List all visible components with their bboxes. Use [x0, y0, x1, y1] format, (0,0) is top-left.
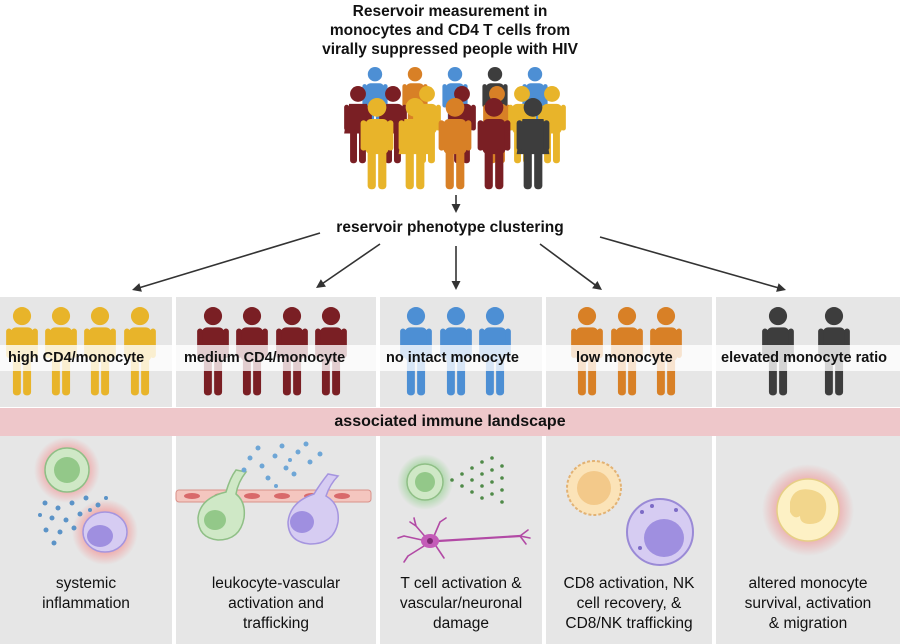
- cd8-t-cell-nucleus: [577, 471, 611, 505]
- cytokine-dots: [38, 495, 108, 546]
- secreted-factors: [450, 456, 504, 504]
- altered-monocyte-illustration: [762, 464, 854, 556]
- group-label-high: high CD4/monocyte: [8, 350, 145, 366]
- person-icon: [438, 98, 472, 190]
- leukocyte-vascular-illustration: [175, 441, 372, 545]
- immune-landscape-band: [0, 408, 900, 436]
- description-high-line-1: systemic: [55, 575, 117, 592]
- description-none-line-1: T cell activation &: [400, 575, 522, 592]
- group-label-medium: medium CD4/monocyte: [184, 350, 346, 366]
- t-cell-nucleus: [54, 457, 80, 483]
- migrating-t-cell-nucleus: [204, 510, 226, 530]
- description-elevated-line-3: & migration: [768, 615, 848, 632]
- description-none-line-2: vascular/neuronal: [399, 595, 523, 612]
- description-none-line-3: damage: [432, 615, 489, 632]
- neuron-icon: [397, 517, 531, 563]
- label-band-low: [546, 345, 712, 371]
- migrating-monocyte: [287, 473, 340, 545]
- arrow-icon: [132, 232, 321, 292]
- description-low-line-2: cell recovery, &: [576, 595, 682, 612]
- nk-cell-nucleus: [644, 519, 684, 557]
- description-low-line-3: CD8/NK trafficking: [565, 615, 693, 632]
- label-band-elevated: [716, 345, 900, 371]
- panel-bottom-medium: [176, 436, 376, 644]
- description-low-line-1: CD8 activation, NK: [563, 575, 695, 592]
- description-elevated: altered monocyte survival, activation & …: [716, 574, 900, 634]
- person-icon: [360, 98, 394, 190]
- activated-t-cell-nucleus: [415, 472, 435, 492]
- immune-landscape-label: associated immune landscape: [334, 413, 566, 430]
- description-none: T cell activation & vascular/neuronal da…: [380, 574, 542, 634]
- kidney-nucleus: [790, 489, 827, 524]
- title-line-3: virally suppressed people with HIV: [322, 41, 578, 58]
- group-label-low: low monocyte: [576, 350, 673, 366]
- arrow-icon: [316, 243, 381, 288]
- description-medium-line-3: trafficking: [242, 615, 310, 632]
- description-elevated-line-1: altered monocyte: [748, 575, 868, 592]
- label-band-none: [380, 345, 542, 371]
- t-cell-activation-illustration: [397, 454, 531, 563]
- description-medium-line-1: leukocyte-vascular: [211, 575, 341, 592]
- chemokine-dots: [241, 441, 323, 488]
- description-high-line-2: inflammation: [42, 595, 130, 612]
- arrow-icon: [599, 236, 786, 292]
- description-low: CD8 activation, NK cell recovery, & CD8/…: [546, 574, 712, 634]
- description-medium-line-2: activation and: [228, 595, 324, 612]
- migrating-t-cell: [197, 469, 248, 541]
- systemic-inflammation-illustration: [34, 437, 138, 565]
- label-band-medium: [176, 345, 376, 371]
- title-line-1: Reservoir measurement in: [352, 3, 548, 20]
- person-icon: [398, 98, 432, 190]
- group-label-none: no intact monocyte: [386, 350, 519, 366]
- cd8-nk-illustration: [566, 460, 694, 566]
- description-elevated-line-2: survival, activation: [744, 595, 872, 612]
- person-icon: [477, 98, 511, 190]
- description-high: systemic inflammation: [0, 574, 172, 614]
- group-label-elevated: elevated monocyte ratio: [721, 350, 887, 366]
- arrow-icon: [451, 246, 461, 290]
- title-line-2: monocytes and CD4 T cells from: [329, 22, 571, 39]
- arrow-icon: [451, 195, 461, 213]
- diagram-title: Reservoir measurement in monocytes and C…: [250, 2, 650, 59]
- description-medium: leukocyte-vascular activation and traffi…: [176, 574, 376, 634]
- arrow-icon: [539, 243, 602, 290]
- monocyte-nucleus: [87, 525, 113, 547]
- participant-crowd: [132, 67, 786, 292]
- neuron-nucleus: [427, 538, 433, 544]
- label-band-high: [0, 345, 172, 371]
- clustering-label: reservoir phenotype clustering: [336, 219, 564, 236]
- person-icon: [516, 98, 550, 190]
- migrating-monocyte-nucleus: [290, 511, 314, 533]
